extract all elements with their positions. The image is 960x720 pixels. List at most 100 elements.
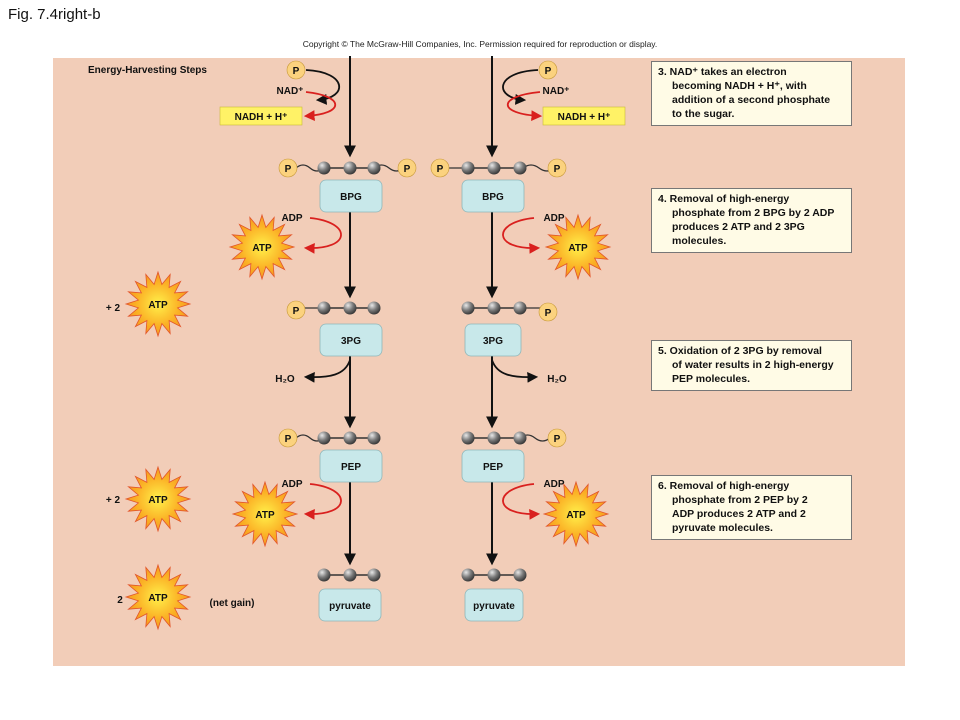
- right-atp-red-arrow-2: [502, 483, 541, 520]
- left-3pg-chain-carbon-2: [343, 301, 357, 315]
- left-atp-burst-step4-label: ATP: [252, 243, 272, 254]
- right-adp-label-2: ADP: [543, 479, 564, 490]
- left-bpg-box-label: BPG: [340, 192, 362, 203]
- step-4-line-3: produces 2 ATP and 2 3PG: [672, 221, 805, 233]
- left-pep-chain-carbon-1: [317, 431, 331, 445]
- left-3pg-chain-carbon-1: [317, 301, 331, 315]
- left-nadh-label: NADH + H⁺: [235, 112, 288, 123]
- right-bpg-box-label: BPG: [482, 192, 504, 203]
- right-bpg-phosphate-1-label: P: [437, 164, 444, 175]
- left-nadh-red-arrow: [303, 91, 337, 121]
- step-3-line-3: addition of a second phosphate: [672, 94, 831, 106]
- copyright-notice: Copyright © The McGraw-Hill Companies, I…: [302, 39, 658, 49]
- right-pyruvate-box-label: pyruvate: [473, 601, 515, 612]
- left-pyruvate-chain-carbon-3: [367, 568, 381, 582]
- right-pep-phosphate: [547, 428, 567, 448]
- left-bpg-phosphate-1-label: P: [285, 164, 292, 175]
- left-bpg-phosphate-2-label: P: [404, 164, 411, 175]
- right-pep-phosphate-label: P: [554, 434, 561, 445]
- left-3pg-box: [319, 323, 383, 357]
- left-water-label: H₂O: [275, 374, 295, 385]
- step-6-line-3: ADP produces 2 ATP and 2: [672, 508, 806, 520]
- net-gain-count: 2: [117, 595, 123, 606]
- step-5-line-3: PEP molecules.: [672, 373, 751, 385]
- step-3-line-2: becoming NADH + H⁺, with: [672, 80, 807, 92]
- left-bpg-chain-carbon-3: [367, 161, 381, 175]
- left-adp-label-2: ADP: [281, 479, 302, 490]
- step-5-line-1: 5. Oxidation of 2 3PG by removal: [658, 345, 822, 357]
- left-nadh-box: [219, 106, 303, 126]
- right-pyruvate-box: [464, 588, 524, 622]
- right-3pg-chain-carbon-1: [461, 301, 475, 315]
- right-pyruvate-chain-carbon-1: [461, 568, 475, 582]
- left-bpg-phosphate-1: [278, 158, 298, 178]
- right-pep-chain-carbon-2: [487, 431, 501, 445]
- left-bpg-chain-carbon-2: [343, 161, 357, 175]
- step-4-line-2: phosphate from 2 BPG by 2 ADP: [672, 207, 835, 219]
- left-pep-box-label: PEP: [341, 462, 361, 473]
- left-3pg-phosphate: [286, 300, 306, 320]
- right-pep-chain-carbon-1: [461, 431, 475, 445]
- right-nadh-red-arrow: [507, 91, 543, 121]
- step-6-line-2: phosphate from 2 PEP by 2: [672, 494, 808, 506]
- figure-title: Fig. 7.4right-b: [8, 6, 101, 23]
- left-incoming-phosphate-label: P: [293, 66, 300, 77]
- right-pep-chain-carbon-3: [513, 431, 527, 445]
- section-heading: Energy-Harvesting Steps: [88, 65, 207, 76]
- right-pyruvate-chain-carbon-2: [487, 568, 501, 582]
- left-3pg-box-label: 3PG: [341, 336, 361, 347]
- left-pep-chain-carbon-2: [343, 431, 357, 445]
- right-bpg-chain-carbon-1: [461, 161, 475, 175]
- right-water-label: H₂O: [547, 374, 567, 385]
- right-atp-red-arrow: [502, 217, 541, 254]
- left-bpg-phosphate-2: [397, 158, 417, 178]
- left-3pg-phosphate-label: P: [293, 306, 300, 317]
- right-bpg-phosphate-2-label: P: [554, 164, 561, 175]
- right-bpg-phosphate-1: [430, 158, 450, 178]
- left-water-arrow: [303, 359, 351, 383]
- left-atp-burst-step4: [228, 213, 296, 281]
- right-3pg-phosphate-label: P: [545, 308, 552, 319]
- atp-gain-burst-2: [124, 465, 192, 533]
- atp-net-gain-burst-label: ATP: [148, 593, 168, 604]
- right-3pg-box: [464, 323, 522, 357]
- right-pep-box: [461, 449, 525, 483]
- left-adp-label: ADP: [281, 213, 302, 224]
- left-pyruvate-chain-carbon-1: [317, 568, 331, 582]
- plus-two-label-2: + 2: [106, 495, 121, 506]
- left-pep-phosphate-label: P: [285, 434, 292, 445]
- right-adp-label: ADP: [543, 213, 564, 224]
- step-4-note: 4. Removal of high-energy phosphate from…: [651, 188, 852, 253]
- atp-gain-burst-1: [124, 270, 192, 338]
- left-atp-red-arrow: [303, 217, 342, 254]
- right-nadh-label: NADH + H⁺: [558, 112, 611, 123]
- left-3pg-chain-carbon-3: [367, 301, 381, 315]
- step-6-line-1: 6. Removal of high-energy: [658, 480, 790, 492]
- right-pyruvate-chain-carbon-3: [513, 568, 527, 582]
- right-nad-label: NAD⁺: [543, 86, 570, 97]
- net-gain-label: (net gain): [210, 598, 255, 609]
- left-pep-box: [319, 449, 383, 483]
- right-atp-burst-step4-label: ATP: [568, 243, 588, 254]
- right-atp-burst-step6-label: ATP: [566, 510, 586, 521]
- step-5-line-2: of water results in 2 high-energy: [672, 359, 834, 371]
- right-3pg-box-label: 3PG: [483, 336, 503, 347]
- step-4-line-4: molecules.: [672, 235, 727, 247]
- step-3-line-1: 3. NAD⁺ takes an electron: [658, 66, 787, 78]
- left-nad-label: NAD⁺: [277, 86, 304, 97]
- atp-gain-burst-1-label: ATP: [148, 300, 168, 311]
- right-bpg-chain-carbon-3: [513, 161, 527, 175]
- right-3pg-chain-carbon-2: [487, 301, 501, 315]
- right-atp-burst-step6: [542, 480, 610, 548]
- right-incoming-phosphate-label: P: [545, 66, 552, 77]
- left-bpg-box: [319, 179, 383, 213]
- right-3pg-chain-carbon-3: [513, 301, 527, 315]
- left-bpg-chain-carbon-1: [317, 161, 331, 175]
- left-pyruvate-chain-carbon-2: [343, 568, 357, 582]
- step-3-note: 3. NAD⁺ takes an electron becoming NADH …: [651, 61, 852, 126]
- left-phosphate-curve: [305, 69, 340, 105]
- step-6-note: 6. Removal of high-energy phosphate from…: [651, 475, 852, 540]
- right-atp-burst-step4: [544, 213, 612, 281]
- atp-net-gain-burst: [124, 563, 192, 631]
